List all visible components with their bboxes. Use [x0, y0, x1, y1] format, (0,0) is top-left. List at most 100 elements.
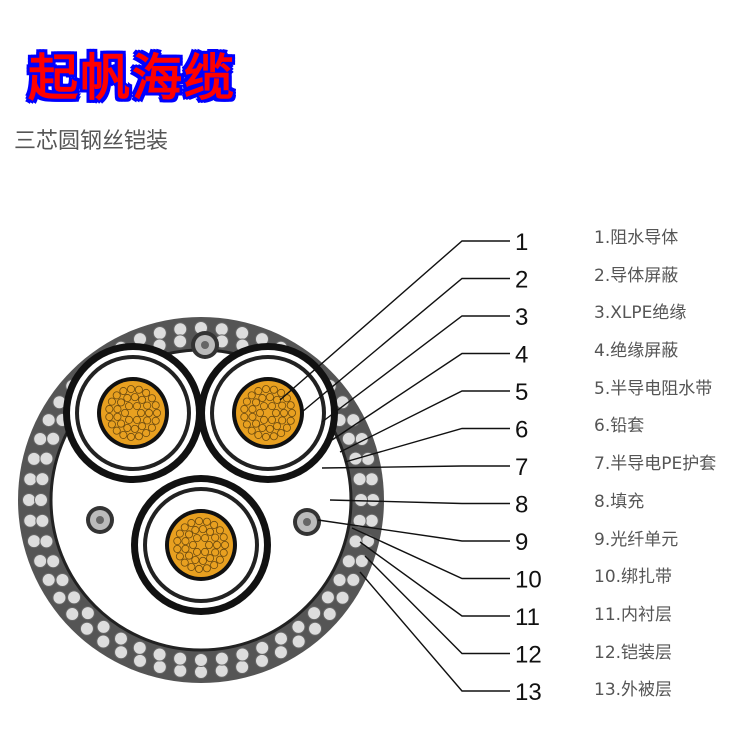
legend-item: 7.半导电PE护套	[594, 454, 717, 475]
callout-number: 13	[515, 679, 542, 706]
armor-wire	[235, 647, 250, 662]
armor-wire	[346, 572, 361, 587]
armor-wire	[194, 653, 208, 667]
armor-wire	[52, 590, 67, 605]
armor-wire	[194, 665, 208, 679]
legend-item: 9.光纤单元	[594, 529, 679, 550]
armor-wire	[364, 513, 379, 528]
armor-wire	[39, 451, 54, 466]
armor-wire	[235, 660, 250, 675]
armor-wire	[366, 493, 380, 507]
callout-number: 11	[515, 604, 540, 631]
callout-number: 12	[515, 642, 542, 669]
legend-item: 8.填充	[594, 491, 645, 512]
armor-wire	[46, 554, 61, 569]
armor-wire	[308, 621, 323, 636]
legend-item: 3.XLPE绝缘	[594, 303, 687, 324]
armor-wire	[235, 325, 250, 340]
armor-wire	[65, 607, 80, 622]
callout-number: 3	[515, 304, 528, 331]
legend: 1.阻水导体 2.导体屏蔽 3.XLPE绝缘 4.绝缘屏蔽 5.半导电阻水带 6…	[594, 226, 716, 716]
leader-line	[301, 277, 510, 413]
armor-wire	[354, 493, 368, 507]
armor-wire	[22, 493, 36, 507]
armor-wire	[80, 606, 95, 621]
legend-item: 11.内衬层	[594, 604, 673, 625]
armor-wire	[255, 640, 270, 655]
leader-line	[344, 427, 510, 463]
armor-wire	[67, 590, 82, 605]
armor-wire	[114, 631, 128, 646]
armor-wire	[173, 663, 188, 678]
armor-wire	[214, 651, 229, 666]
armor-wire	[346, 413, 361, 428]
leader-line	[321, 465, 510, 469]
callout-number: 6	[515, 417, 528, 444]
leader-line	[331, 352, 510, 441]
callout-number: 1	[515, 229, 528, 256]
legend-item: 12.铠装层	[594, 642, 673, 663]
leader-line	[364, 555, 510, 655]
brand-logo-text: 起帆海缆	[28, 49, 236, 107]
leader-line	[329, 499, 510, 505]
armor-wire	[273, 645, 288, 660]
armor-wire	[348, 534, 363, 549]
leader-line	[359, 571, 510, 692]
legend-item: 6.铅套	[594, 416, 645, 437]
armor-wire	[33, 553, 48, 568]
armor-wire	[291, 619, 306, 634]
armor-wire	[307, 606, 322, 621]
callout-number: 10	[515, 567, 542, 594]
armor-wire	[173, 322, 188, 337]
callout-number: 2	[515, 267, 528, 294]
leader-line	[339, 390, 510, 453]
armor-wire	[364, 472, 379, 487]
armor-wire	[41, 572, 56, 587]
armor-wire	[341, 554, 356, 569]
armor-wire	[34, 493, 48, 507]
callout-number: 7	[515, 454, 528, 481]
armor-wire	[332, 573, 347, 587]
armor-wire	[173, 651, 188, 666]
legend-item: 5.半导电阻水带	[594, 378, 713, 399]
leader-line	[351, 527, 510, 580]
armor-wire	[173, 334, 188, 349]
armor-wire	[35, 472, 50, 487]
armor-wire	[79, 621, 94, 636]
armor-wire	[320, 590, 335, 605]
armor-wire	[152, 647, 167, 662]
armor-wire	[55, 573, 70, 587]
armor-wire	[132, 640, 147, 655]
armor-wire	[152, 325, 167, 340]
armor-wire	[114, 645, 129, 660]
armor-wire	[254, 653, 269, 668]
armor-wire	[33, 432, 48, 447]
legend-item: 1.阻水导体	[594, 228, 679, 248]
armor-wire	[352, 513, 367, 528]
fiber-unit	[191, 331, 219, 359]
armor-wire	[23, 472, 38, 487]
armor-wire	[291, 634, 306, 649]
power-core	[198, 343, 338, 483]
callout-number: 8	[515, 492, 528, 519]
callout-number: 4	[515, 342, 528, 369]
legend-item: 2.导体屏蔽	[594, 265, 679, 286]
armor-wire	[361, 534, 376, 549]
leader-line	[279, 240, 510, 401]
power-core	[131, 475, 271, 615]
armor-wire	[41, 413, 56, 428]
legend-item: 10.绑扎带	[594, 567, 673, 588]
armor-wire	[39, 534, 54, 549]
legend-item: 13.外被层	[594, 680, 673, 701]
armor-wire	[352, 472, 367, 487]
armor-wire	[341, 431, 356, 446]
armor-wire	[46, 431, 61, 446]
armor-wire	[26, 534, 41, 549]
leader-line	[317, 519, 510, 542]
callout-number: 9	[515, 529, 528, 556]
diagram-subtitle: 三芯圆钢丝铠装	[14, 129, 169, 154]
armor-wire	[274, 631, 288, 646]
legend-item: 4.绝缘屏蔽	[594, 341, 679, 362]
fiber-unit	[86, 506, 114, 534]
